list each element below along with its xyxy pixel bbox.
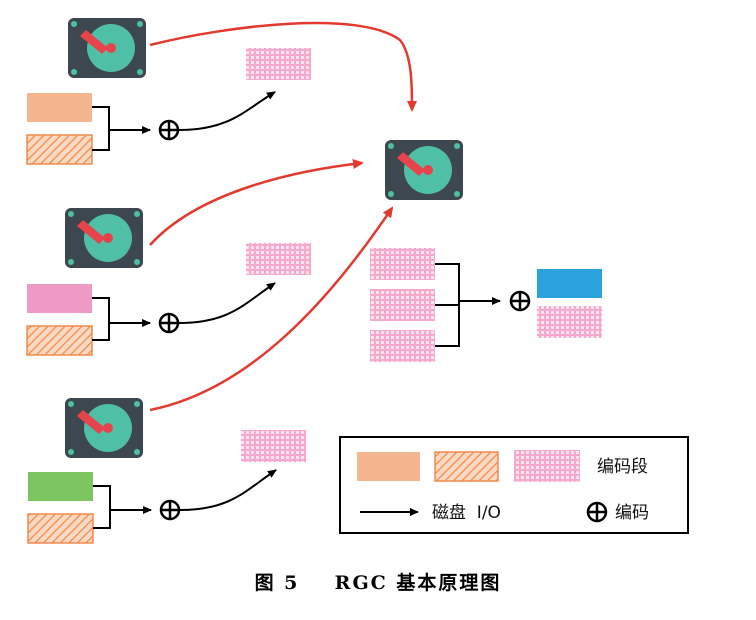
data-block-green <box>28 472 93 501</box>
data-block-hatched-1 <box>26 134 93 165</box>
legend-encoded-label: 编码段 <box>597 457 648 477</box>
xor-plus-icon <box>158 119 180 141</box>
encode-bracket-1 <box>92 106 151 151</box>
arrow-to-encoded-2 <box>178 282 276 324</box>
data-block-peach-1 <box>27 93 92 122</box>
figure-number: 图 5 <box>254 572 300 594</box>
transfer-arrows <box>149 21 417 412</box>
legend-disk-io-label: 磁盘 I/O <box>432 503 501 523</box>
xor-plus-icon <box>509 290 531 312</box>
arrow-to-encoded-1 <box>178 91 276 131</box>
encoded-segment-1 <box>246 48 311 80</box>
data-block-hatched-2 <box>26 325 93 356</box>
collected-segment-1 <box>370 248 435 280</box>
collected-segment-3 <box>370 330 435 362</box>
arrow-to-encoded-3 <box>179 469 277 511</box>
result-block-blue <box>537 269 602 298</box>
source-disk-3-icon <box>65 398 143 458</box>
figure-title: RGC 基本原理图 <box>334 572 502 594</box>
encoded-segment-2 <box>246 243 311 275</box>
xor-plus-icon <box>158 312 180 334</box>
legend-encode-label: 编码 <box>615 503 649 523</box>
result-encoded-segment <box>537 306 602 338</box>
xor-plus-icon <box>159 499 181 521</box>
collected-segment-2 <box>370 289 435 321</box>
data-block-hatched-3 <box>27 513 94 544</box>
data-block-pink <box>27 284 92 313</box>
legend: 编码段 磁盘 I/O 编码 <box>339 436 689 534</box>
legend-block-hatched <box>434 451 499 482</box>
source-disk-2-icon <box>65 208 143 268</box>
legend-xor-plus-icon <box>586 501 608 523</box>
encode-bracket-2 <box>92 297 151 341</box>
source-disk-1-icon <box>68 18 146 78</box>
encoded-segment-3 <box>241 430 306 462</box>
legend-encoded-swatch <box>514 450 580 482</box>
aggregate-bracket <box>435 263 501 347</box>
figure-caption: 图 5 RGC 基本原理图 <box>0 568 756 595</box>
legend-block-peach <box>357 452 420 481</box>
encode-bracket-3 <box>93 485 152 529</box>
target-disk-icon <box>385 140 463 200</box>
